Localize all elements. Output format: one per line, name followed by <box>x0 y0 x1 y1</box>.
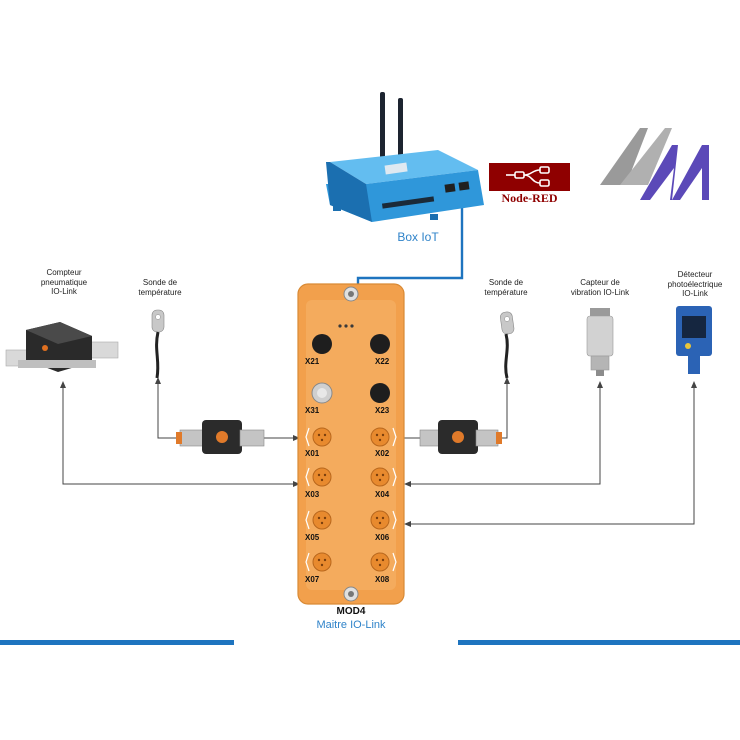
iot-gateway <box>326 92 484 222</box>
port-x08-socket <box>370 552 390 572</box>
counter-base <box>18 360 96 368</box>
gateway-port-1 <box>444 183 456 193</box>
temp-probe-right-line-1: Sonde de <box>488 278 524 287</box>
gateway-label: Box IoT <box>397 230 439 244</box>
master-model-label: MOD4 <box>336 606 366 617</box>
arrow-up-temp-left <box>155 377 161 384</box>
antenna-right <box>398 98 403 162</box>
footer-rule-right <box>458 640 740 645</box>
arrow-heads <box>60 377 697 527</box>
master-led-3 <box>350 324 354 328</box>
counter-led <box>42 345 48 351</box>
port-x05-socket <box>312 510 332 530</box>
adapter-right <box>419 420 502 454</box>
vibration-sensor-line-1: Capteur de <box>580 278 620 287</box>
arrow-left-x04 <box>404 481 411 487</box>
probe-cable-left <box>155 331 160 379</box>
probe-lug-left <box>151 309 165 333</box>
vibration-sensor-device <box>586 308 614 376</box>
logo-gray-stroke-2 <box>620 128 672 185</box>
m12-sockets <box>312 427 390 572</box>
port-x23-socket <box>370 383 390 403</box>
gateway-foot-right <box>430 214 438 220</box>
port-label-x07: X07 <box>305 575 320 584</box>
footer-rule-left <box>0 640 234 645</box>
m12-pins <box>317 433 385 567</box>
temp-probe-right-line-2: température <box>484 287 528 297</box>
arrow-left-x06 <box>404 521 411 527</box>
node-red-flow-icon <box>506 166 550 187</box>
gateway-foot-left <box>333 205 341 211</box>
photoelectric-detector-device <box>676 306 712 374</box>
master-led-1 <box>338 324 342 328</box>
photo-detector-line-3: IO-Link <box>682 289 708 298</box>
line-photo-to-x06 <box>408 382 695 525</box>
arrow-up-pneumatic <box>60 381 66 388</box>
pipe-right <box>87 341 119 359</box>
port-x03-socket <box>312 467 332 487</box>
temp-probe-left-line-2: température <box>138 287 182 297</box>
adapter-left <box>176 420 265 454</box>
vibration-sensor-line-2: vibration IO-Link <box>570 287 630 297</box>
port-x06-socket <box>370 510 390 530</box>
port-label-x21: X21 <box>305 357 320 366</box>
node-red-label: Node-RED <box>489 191 570 205</box>
pneumatic-counter-device <box>5 322 119 372</box>
line-vibration-to-x04 <box>408 382 601 485</box>
port-label-x01: X01 <box>305 449 320 458</box>
pneumatic-counter-line-2: pneumatique <box>40 277 88 287</box>
company-logo <box>600 128 709 200</box>
io-link-master <box>297 283 405 605</box>
line-pneumatic-counter-to-x03 <box>62 383 296 485</box>
master-subtitle-label: Maitre IO-Link <box>316 619 386 631</box>
line-temp-left-to-adapter <box>157 378 200 439</box>
temp-probe-left <box>151 309 165 379</box>
port-x22-socket <box>370 334 390 354</box>
arrow-right-x03 <box>293 481 300 487</box>
port-x02-socket <box>370 427 390 447</box>
arrow-up-photo <box>691 381 697 388</box>
port-label-x02: X02 <box>375 449 390 458</box>
probe-lug-right <box>500 311 515 335</box>
port-x01-socket <box>312 427 332 447</box>
gateway-io-strip <box>381 196 435 209</box>
temp-probe-right <box>500 311 515 379</box>
gateway-port-2 <box>458 181 470 191</box>
port-label-x03: X03 <box>305 490 320 499</box>
vibration-sensor-label: Capteur de vibration IO-Link <box>558 278 642 297</box>
port-label-x31: X31 <box>305 406 320 415</box>
gateway-sticker <box>384 162 408 175</box>
arrow-up-temp-right <box>504 377 510 384</box>
photo-detector-label: Détecteur photoélectrique IO-Link <box>654 270 736 299</box>
antenna-left <box>380 92 385 162</box>
port-label-x23: X23 <box>375 406 390 415</box>
temp-probe-right-label: Sonde de température <box>466 278 546 297</box>
temp-probe-left-label: Sonde de température <box>120 278 200 297</box>
pneumatic-counter-label: Compteur pneumatique IO-Link <box>24 268 104 297</box>
photo-detector-line-2: photoélectrique <box>667 279 723 289</box>
probe-cable-right <box>504 333 509 379</box>
port-label-x08: X08 <box>375 575 390 584</box>
pneumatic-counter-line-1: Compteur <box>46 268 82 277</box>
pneumatic-counter-line-3: IO-Link <box>51 287 77 296</box>
logo-purple-m <box>640 145 709 200</box>
node-red-logo <box>489 163 570 191</box>
port-x07-socket <box>312 552 332 572</box>
port-label-x04: X04 <box>375 490 390 499</box>
logo-gray-stroke <box>600 128 648 185</box>
temp-probe-left-line-1: Sonde de <box>142 278 178 287</box>
master-led-2 <box>344 324 348 328</box>
port-x04-socket <box>370 467 390 487</box>
arrow-right-x01 <box>293 435 300 441</box>
port-brackets <box>305 427 397 572</box>
line-temp-right-to-adapter <box>478 378 508 439</box>
port-label-x05: X05 <box>305 533 320 542</box>
counter-top <box>26 322 92 344</box>
photo-detector-line-1: Détecteur <box>677 270 713 279</box>
port-label-x06: X06 <box>375 533 390 542</box>
arrow-up-vibration <box>597 381 603 388</box>
port-label-x22: X22 <box>375 357 390 366</box>
port-x21-socket <box>312 334 332 354</box>
